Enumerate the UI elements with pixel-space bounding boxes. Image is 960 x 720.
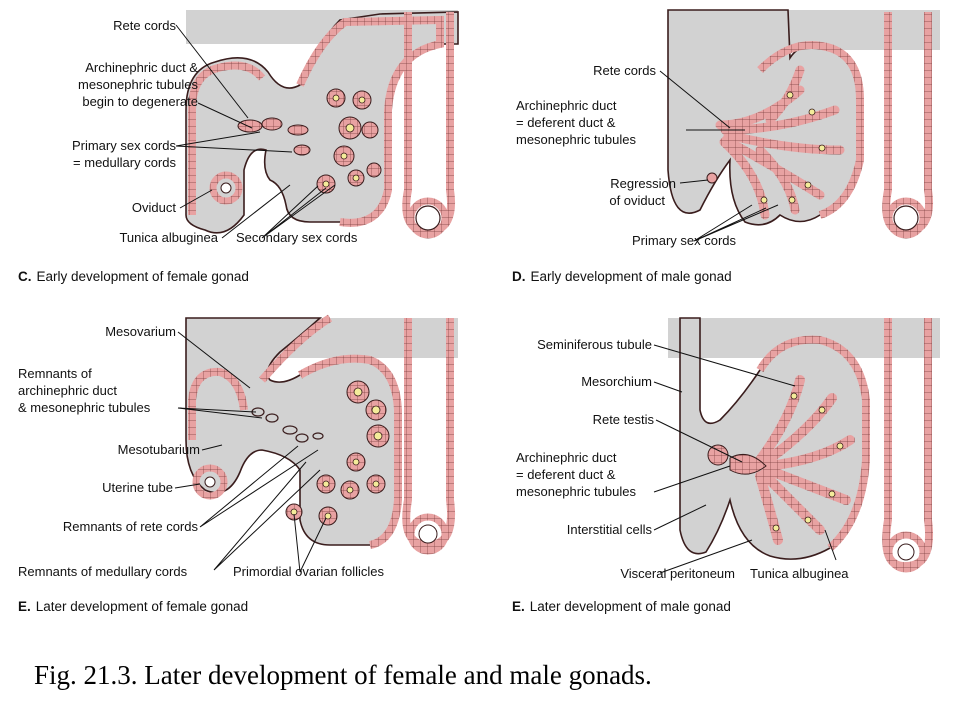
panel-d-surface-epithelium xyxy=(757,41,864,219)
label-c-primary-sex-cords-2: = medullary cords xyxy=(73,155,176,170)
panel-e-female-left-epithelium xyxy=(188,367,248,440)
label-d-primary-sex-cords: Primary sex cords xyxy=(632,233,737,248)
label-c-secondary-sex-cords: Secondary sex cords xyxy=(236,230,358,245)
label-em-archinephric-2: = deferent duct & xyxy=(516,467,616,482)
label-em-rete-testis: Rete testis xyxy=(593,412,655,427)
panel-e-male-rete-testis xyxy=(729,453,767,475)
panel-d-title: D. Early development of male gonad xyxy=(512,269,732,284)
panel-c-title: C. Early development of female gonad xyxy=(18,269,249,284)
panel-e-female-uterine-tube-lumen xyxy=(204,476,216,488)
panel-em-letter: E. xyxy=(512,599,525,614)
panel-e-male-right-tube-wall xyxy=(885,531,927,573)
panel-e-female-right-tube-lumen xyxy=(418,524,438,544)
label-ef-remnants-1: Remnants of xyxy=(18,366,92,381)
panel-c-letter: C. xyxy=(18,269,32,284)
panel-d-title-text: Early development of male gonad xyxy=(531,269,732,284)
panel-e-female-uterine-tube-wall xyxy=(192,464,228,500)
label-c-archinephric-2: mesonephric tubules xyxy=(78,77,198,92)
label-c-rete-cords: Rete cords xyxy=(113,18,176,33)
panel-d-oviduct-remnant xyxy=(706,172,718,184)
label-d-archinephric-2: = deferent duct & xyxy=(516,115,616,130)
label-em-mesorchium: Mesorchium xyxy=(581,374,652,389)
label-c-primary-sex-cords-1: Primary sex cords xyxy=(72,138,177,153)
figure-caption: Fig. 21.3. Later development of female a… xyxy=(34,660,652,690)
panel-d-letter: D. xyxy=(512,269,526,284)
label-c-tunica-albuginea: Tunica albuginea xyxy=(119,230,218,245)
label-ef-mesovarium: Mesovarium xyxy=(105,324,176,339)
label-d-regression-2: of oviduct xyxy=(609,193,665,208)
label-ef-remnants-rete: Remnants of rete cords xyxy=(63,519,199,534)
label-d-rete-cords: Rete cords xyxy=(593,63,656,78)
panel-e-male-tunica xyxy=(756,335,870,552)
label-em-tunica-albuginea: Tunica albuginea xyxy=(750,566,849,581)
label-c-oviduct: Oviduct xyxy=(132,200,176,215)
panel-e-female-oocytes xyxy=(290,387,383,520)
panel-d-nuclei xyxy=(760,91,826,204)
label-em-interstitial: Interstitial cells xyxy=(567,522,653,537)
panel-e-female-surface-epithelium xyxy=(258,314,402,549)
panel-c-drawing xyxy=(185,10,459,239)
panel-e-male-tubule-nuclei xyxy=(772,392,844,532)
label-em-visceral-peritoneum: Visceral peritoneum xyxy=(620,566,735,581)
label-d-archinephric-1: Archinephric duct xyxy=(516,98,617,113)
panel-c-left-epithelium xyxy=(188,61,266,215)
panel-e-female-right-column xyxy=(402,318,455,550)
label-em-seminiferous: Seminiferous tubule xyxy=(537,337,652,352)
panel-c-nuclei xyxy=(322,94,366,188)
panel-e-male-drawing xyxy=(668,317,940,573)
panel-c-title-text: Early development of female gonad xyxy=(37,269,249,284)
label-ef-primordial-follicles: Primordial ovarian follicles xyxy=(233,564,384,579)
panel-em-title-text: Later development of male gonad xyxy=(530,599,731,614)
label-ef-remnants-3: & mesonephric tubules xyxy=(18,400,151,415)
panel-e-male-tubules xyxy=(755,375,855,545)
label-em-archinephric-3: mesonephric tubules xyxy=(516,484,636,499)
panel-c-oviduct-wall xyxy=(209,171,243,205)
leader-lines xyxy=(174,24,837,574)
panel-d-right-tube-lumen xyxy=(893,205,919,231)
panel-d-drawing xyxy=(667,9,940,239)
label-d-archinephric-3: mesonephric tubules xyxy=(516,132,636,147)
panel-e-male-right-tube-lumen xyxy=(897,543,915,561)
panel-e-female-right-tube-wall xyxy=(407,513,449,555)
panel-em-title: E. Later development of male gonad xyxy=(512,599,731,614)
panel-c-right-tube-lumen xyxy=(415,205,441,231)
label-c-archinephric-1: Archinephric duct & xyxy=(85,60,198,75)
label-ef-mesotubarium: Mesotubarium xyxy=(118,442,200,457)
gonad-development-figure: Rete cords Archinephric duct & mesonephr… xyxy=(18,9,940,614)
label-ef-remnants-medullary: Remnants of medullary cords xyxy=(18,564,188,579)
panel-ef-title-text: Later development of female gonad xyxy=(36,599,248,614)
panel-ef-letter: E. xyxy=(18,599,31,614)
panel-e-female-drawing xyxy=(185,314,458,555)
panel-d-right-tube-wall xyxy=(885,197,927,239)
label-d-regression-1: Regression xyxy=(610,176,676,191)
label-c-archinephric-3: begin to degenerate xyxy=(82,94,198,109)
label-ef-uterine-tube: Uterine tube xyxy=(102,480,173,495)
label-ef-remnants-2: archinephric duct xyxy=(18,383,117,398)
panel-c-oviduct-lumen xyxy=(220,182,232,194)
panel-e-male-duct xyxy=(707,444,729,466)
panel-ef-title: E. Later development of female gonad xyxy=(18,599,248,614)
label-em-archinephric-1: Archinephric duct xyxy=(516,450,617,465)
panel-c-right-tube-wall xyxy=(407,197,449,239)
